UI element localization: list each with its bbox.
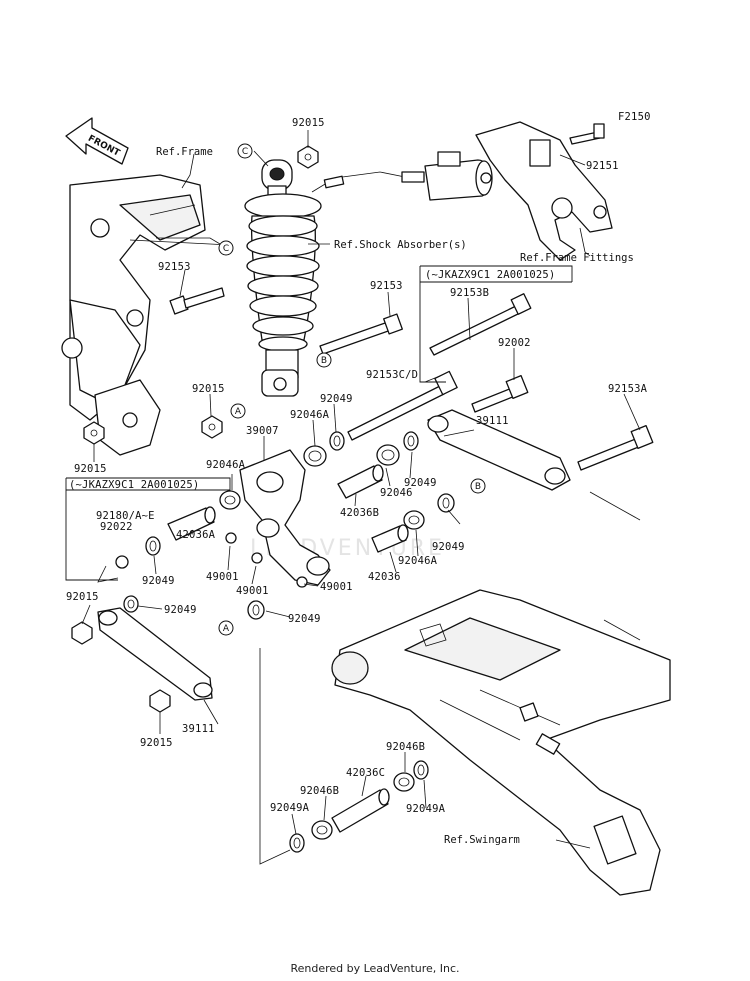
label-39111-right: 39111 xyxy=(476,415,509,427)
label-92049-b: 92049 xyxy=(404,477,437,489)
shock-absorber-illustration xyxy=(244,151,493,397)
label-92002: 92002 xyxy=(498,337,531,349)
bolt-92002 xyxy=(471,375,529,413)
callout-b-shock: B xyxy=(316,352,332,368)
nut-92015-mid xyxy=(201,415,223,439)
front-arrow-icon: FRONT xyxy=(65,117,129,165)
label-92049-c: 92049 xyxy=(142,575,175,587)
note-left: (~JKAZX9C1 2A001025) xyxy=(69,479,199,491)
label-92046b-a: 92046B xyxy=(386,741,425,753)
bolt-92153cd xyxy=(347,370,458,441)
tie-rod-39111-right xyxy=(427,409,571,491)
label-42036c: 42036C xyxy=(346,767,385,779)
nut-92015-left xyxy=(83,421,105,445)
figure-code: F2150 xyxy=(618,111,651,123)
label-49001-c: 49001 xyxy=(320,581,353,593)
label-92046: 92046 xyxy=(380,487,413,499)
label-42036a: 42036A xyxy=(176,529,216,541)
callout-a-shock: A xyxy=(230,403,246,419)
callout-c-frame: C xyxy=(218,240,234,256)
label-92046a-c: 92046A xyxy=(398,555,438,567)
svg-text:B: B xyxy=(475,482,481,492)
bolt-92153a xyxy=(577,425,654,471)
label-92015-top: 92015 xyxy=(292,117,325,129)
ref-frame-fittings-label: Ref.Frame Fittings xyxy=(520,252,634,264)
label-92049-d: 92049 xyxy=(288,613,321,625)
label-92153cd: 92153C/D xyxy=(366,369,418,381)
label-92049a-a: 92049A xyxy=(270,802,310,814)
label-92153-left: 92153 xyxy=(158,261,191,273)
label-92049-e: 92049 xyxy=(432,541,465,553)
label-92046b-b: 92046B xyxy=(300,785,339,797)
bolt-92153b xyxy=(429,293,532,356)
tie-rod-39111-left xyxy=(97,607,213,701)
label-92049a-b: 92049A xyxy=(406,803,446,815)
bearings-and-seals xyxy=(115,431,455,853)
callout-c-top: C xyxy=(237,143,253,159)
label-92015-mid: 92015 xyxy=(192,383,225,395)
svg-text:C: C xyxy=(223,244,229,254)
svg-text:A: A xyxy=(223,624,230,634)
label-92046a-b: 92046A xyxy=(206,459,246,471)
label-49001-a: 49001 xyxy=(206,571,239,583)
collar-42036b xyxy=(337,464,384,499)
nut-92015-bottom xyxy=(149,689,171,713)
callout-a-rocker: A xyxy=(218,620,234,636)
note-upper: (~JKAZX9C1 2A001025) xyxy=(425,269,555,281)
label-92015-bl: 92015 xyxy=(66,591,99,603)
label-92153a: 92153A xyxy=(608,383,648,395)
collar-42036 xyxy=(371,524,409,553)
svg-text:C: C xyxy=(242,147,248,157)
label-92015-left: 92015 xyxy=(74,463,107,475)
collar-42036a xyxy=(167,506,216,541)
label-92151: 92151 xyxy=(586,160,619,172)
label-92046a-a: 92046A xyxy=(290,409,330,421)
label-39111-left: 39111 xyxy=(182,723,215,735)
note-box-left xyxy=(65,477,231,581)
bolt-92153-mid xyxy=(319,313,403,355)
note-box-upper xyxy=(419,265,573,383)
footer-credit: Rendered by LeadVenture, Inc. xyxy=(290,962,460,975)
frame-illustration xyxy=(61,174,231,456)
leader-lines xyxy=(81,124,641,865)
swingarm-illustration xyxy=(331,589,671,896)
collar-42036c xyxy=(331,788,390,833)
ref-shock-absorber-label: Ref.Shock Absorber(s) xyxy=(334,239,467,251)
label-42036b: 42036B xyxy=(340,507,379,519)
bolt-92153-left xyxy=(169,287,225,315)
label-92022: 92022 xyxy=(100,521,133,533)
label-39007: 39007 xyxy=(246,425,279,437)
label-92015-bottom: 92015 xyxy=(140,737,173,749)
callout-b-rod: B xyxy=(470,478,486,494)
label-92049-f: 92049 xyxy=(164,604,197,616)
nut-92015-bottom-left xyxy=(71,621,93,645)
frame-fittings-illustration xyxy=(475,121,613,261)
label-42036: 42036 xyxy=(368,571,401,583)
label-49001-b: 49001 xyxy=(236,585,269,597)
ref-swingarm-label: Ref.Swingarm xyxy=(444,834,520,846)
nut-92015-top xyxy=(297,145,319,169)
label-92153b: 92153B xyxy=(450,287,489,299)
ref-frame-label: Ref.Frame xyxy=(156,146,213,158)
label-92180: 92180/A~E xyxy=(96,510,155,522)
label-92049-a: 92049 xyxy=(320,393,353,405)
rocker-arm-39007 xyxy=(239,449,331,586)
svg-text:B: B xyxy=(321,356,327,366)
svg-text:A: A xyxy=(235,407,242,417)
label-92153-mid: 92153 xyxy=(370,280,403,292)
